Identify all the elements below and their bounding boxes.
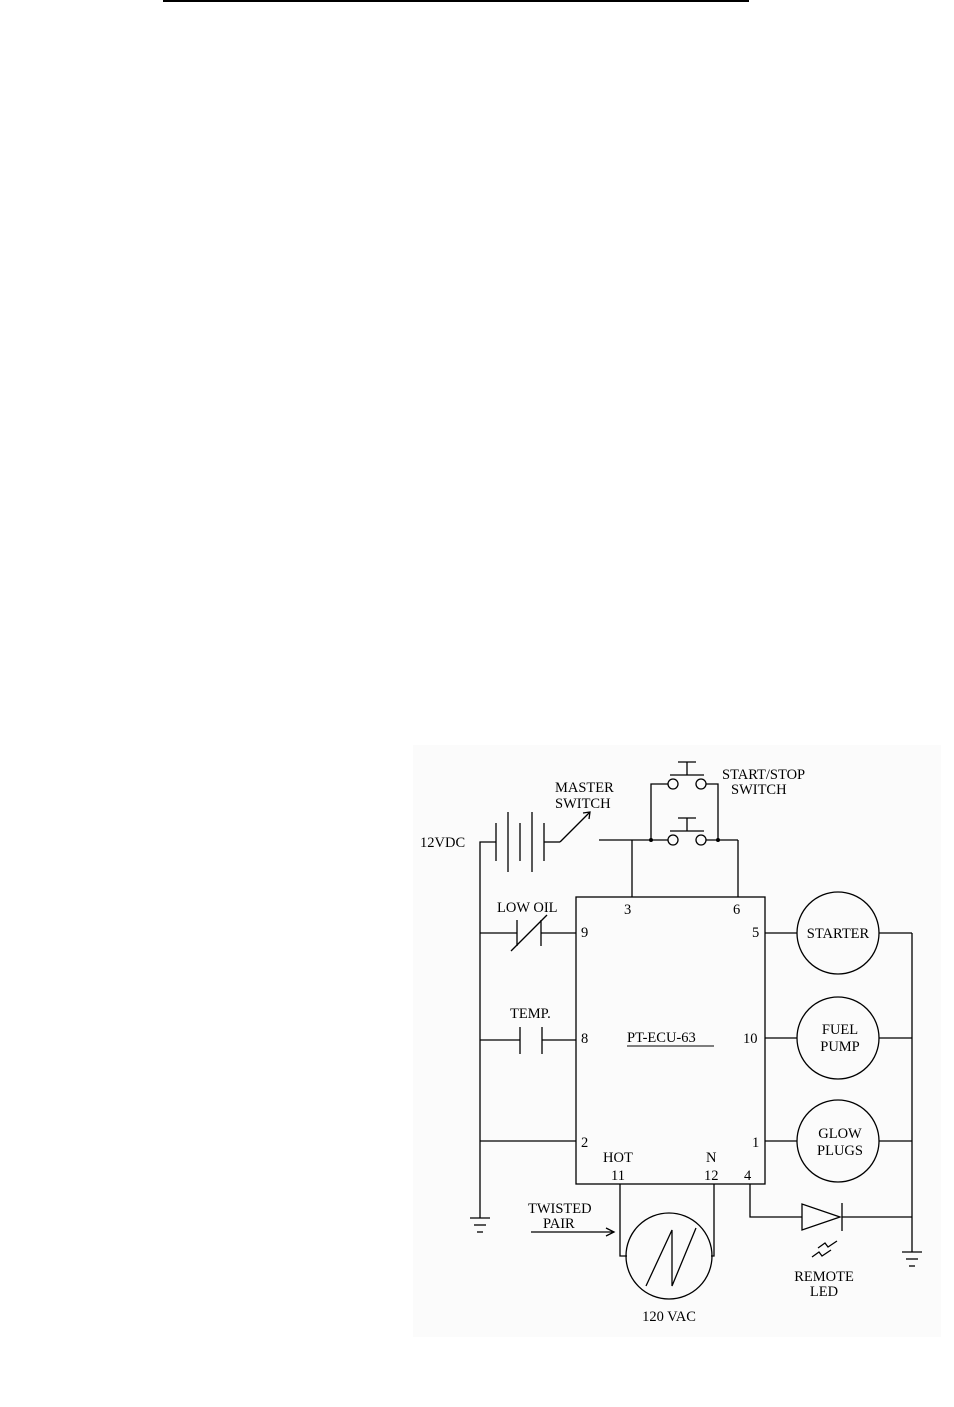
start-switch-symbol [667, 761, 707, 790]
top-rule-line [163, 0, 749, 2]
pin-12-label: 12 [704, 1168, 719, 1184]
fuel-pump-label-line1: FUEL [822, 1022, 858, 1038]
led-emission-icon [811, 1240, 838, 1258]
battery-symbol [495, 812, 560, 872]
ac-source-symbol [625, 1212, 713, 1300]
dc-bus-wiring [479, 841, 576, 1218]
starter-label: STARTER [807, 926, 870, 942]
remote-led-label-line1: REMOTE [794, 1269, 854, 1285]
glow-plugs-label-line2: PLUGS [817, 1143, 863, 1159]
pin-5-label: 5 [752, 925, 759, 941]
start-stop-wiring [599, 783, 739, 897]
stop-switch-symbol [667, 817, 707, 846]
start-stop-label-line1: START/STOP [722, 767, 805, 783]
battery-label: 12VDC [420, 835, 465, 851]
pin-9-label: 9 [581, 925, 588, 941]
neutral-terminal-label: N [706, 1150, 717, 1166]
pin-4-label: 4 [744, 1168, 752, 1184]
master-switch-symbol [559, 811, 591, 843]
master-switch-label-line2: SWITCH [555, 796, 611, 812]
pin-10-label: 10 [743, 1031, 758, 1047]
pin-11-label: 11 [611, 1168, 625, 1184]
pin-3-label: 3 [624, 902, 631, 918]
temp-contact-symbol [519, 1027, 543, 1054]
pin-6-label: 6 [733, 902, 740, 918]
wiring-schematic: PT-ECU-63 3 6 9 5 8 10 2 1 HOT N 11 12 4… [413, 745, 941, 1337]
twisted-pair-arrow [531, 1227, 616, 1237]
controller-name: PT-ECU-63 [627, 1030, 696, 1046]
twisted-pair-label-line2: PAIR [543, 1216, 575, 1232]
pin-1-label: 1 [752, 1135, 759, 1151]
pin-2-label: 2 [581, 1135, 588, 1151]
remote-led-label-line2: LED [810, 1284, 838, 1300]
ground-icon-right [902, 1251, 922, 1267]
fuel-pump-symbol [796, 996, 880, 1080]
hot-terminal-label: HOT [603, 1150, 633, 1166]
ground-icon-left [470, 1217, 490, 1233]
load-wiring [749, 932, 913, 1252]
starter-symbol [796, 891, 880, 975]
ac-wiring [619, 1184, 715, 1257]
start-stop-label-line2: SWITCH [731, 782, 787, 798]
led-diode-symbol [801, 1203, 843, 1231]
glow-plugs-label-line1: GLOW [818, 1126, 862, 1142]
pin-8-label: 8 [581, 1031, 588, 1047]
low-oil-contact-symbol [510, 914, 548, 952]
low-oil-label: LOW OIL [497, 900, 558, 916]
twisted-pair-label-line1: TWISTED [528, 1201, 592, 1217]
glow-plugs-symbol [796, 1099, 880, 1183]
temp-label: TEMP. [510, 1006, 551, 1022]
schematic-svg: PT-ECU-63 3 6 9 5 8 10 2 1 HOT N 11 12 4… [420, 761, 922, 1325]
master-switch-label-line1: MASTER [555, 780, 614, 796]
ac-source-label: 120 VAC [642, 1309, 696, 1325]
fuel-pump-label-line2: PUMP [820, 1039, 860, 1055]
